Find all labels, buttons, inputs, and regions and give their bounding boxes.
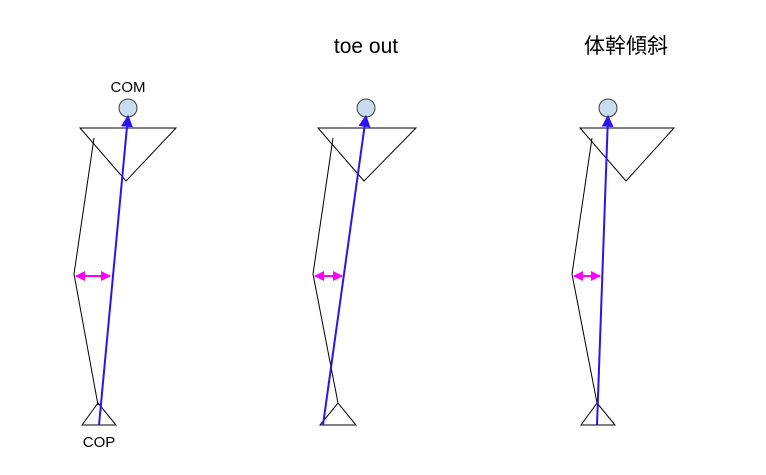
gravity-line-arrow	[98, 114, 133, 426]
leg-line	[73, 137, 99, 406]
gravity-line-arrow	[322, 114, 371, 426]
trunk-triangle	[578, 127, 676, 182]
com-label: COM	[111, 79, 146, 96]
panel-title-toe-out: toe out	[334, 35, 398, 58]
cop-label: COP	[83, 434, 116, 451]
leg-line	[571, 137, 598, 404]
panel-trunk-lean: 体幹傾斜	[571, 35, 676, 426]
com-head-circle	[118, 98, 138, 118]
panel-title-trunk-lean: 体幹傾斜	[584, 35, 668, 58]
trunk-triangle	[316, 127, 418, 182]
panel-baseline: COM COP	[73, 79, 178, 451]
panel-toe-out: toe out	[312, 35, 418, 426]
foot-triangle	[318, 402, 358, 426]
leg-line	[312, 137, 339, 404]
com-head-circle	[356, 98, 376, 118]
trunk-triangle	[78, 127, 178, 182]
gravity-line-arrow	[596, 114, 614, 426]
com-head-circle	[598, 98, 618, 118]
